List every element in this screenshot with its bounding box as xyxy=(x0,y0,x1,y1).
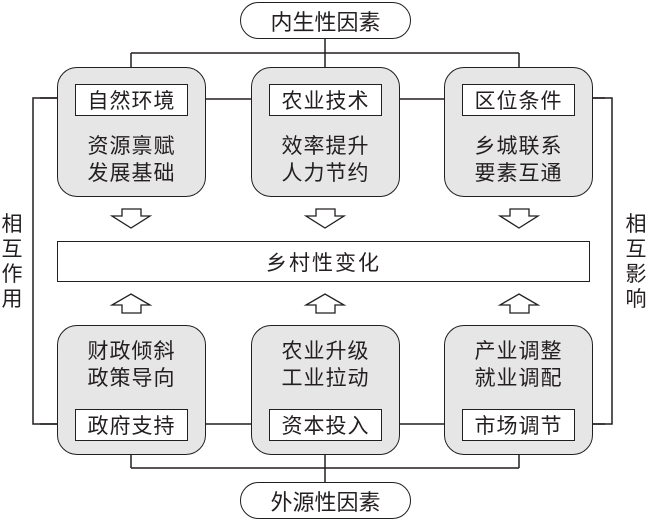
rurality-change-label: 乡村性变化 xyxy=(266,250,381,275)
factor-desc-market-regulation: 产业调整 就业调配 xyxy=(474,339,563,390)
factor-title-agricultural-technology: 农业技术 xyxy=(269,84,382,116)
factor-box-natural-environment: 自然环境 资源禀赋 发展基础 xyxy=(57,67,206,197)
factor-title-capital-investment: 资本投入 xyxy=(269,409,382,441)
factor-desc-agricultural-technology: 效率提升 人力节约 xyxy=(281,134,370,185)
endogenous-factors-label: 内生性因素 xyxy=(270,10,381,36)
factor-box-government-support: 财政倾斜 政策导向 政府支持 xyxy=(57,325,206,455)
side-label-interaction: 相 互 作 用 xyxy=(1,212,23,311)
factor-title-location-conditions: 区位条件 xyxy=(462,84,575,116)
endogenous-factors-pill: 内生性因素 xyxy=(240,2,411,39)
side-label-mutual-influence: 相 互 影 响 xyxy=(625,212,647,311)
factor-desc-government-support: 财政倾斜 政策导向 xyxy=(87,339,176,390)
factor-title-natural-environment: 自然环境 xyxy=(75,84,188,116)
up-arrow-mid xyxy=(303,293,347,314)
factor-box-location-conditions: 区位条件 乡城联系 要素互通 xyxy=(444,67,593,197)
down-arrow-right xyxy=(497,208,541,229)
factor-box-capital-investment: 农业升级 工业拉动 资本投入 xyxy=(251,325,400,455)
factor-desc-location-conditions: 乡城联系 要素互通 xyxy=(474,134,563,185)
exogenous-factors-pill: 外源性因素 xyxy=(240,482,411,519)
factor-title-market-regulation: 市场调节 xyxy=(462,409,575,441)
down-arrow-mid xyxy=(303,208,347,229)
rurality-change-box: 乡村性变化 xyxy=(57,241,590,282)
up-arrow-left xyxy=(109,293,153,314)
factor-desc-capital-investment: 农业升级 工业拉动 xyxy=(281,339,370,390)
factor-box-market-regulation: 产业调整 就业调配 市场调节 xyxy=(444,325,593,455)
down-arrow-left xyxy=(109,208,153,229)
factor-desc-natural-environment: 资源禀赋 发展基础 xyxy=(87,134,176,185)
factor-title-government-support: 政府支持 xyxy=(75,409,188,441)
factor-box-agricultural-technology: 农业技术 效率提升 人力节约 xyxy=(251,67,400,197)
up-arrow-right xyxy=(497,293,541,314)
exogenous-factors-label: 外源性因素 xyxy=(270,490,381,516)
